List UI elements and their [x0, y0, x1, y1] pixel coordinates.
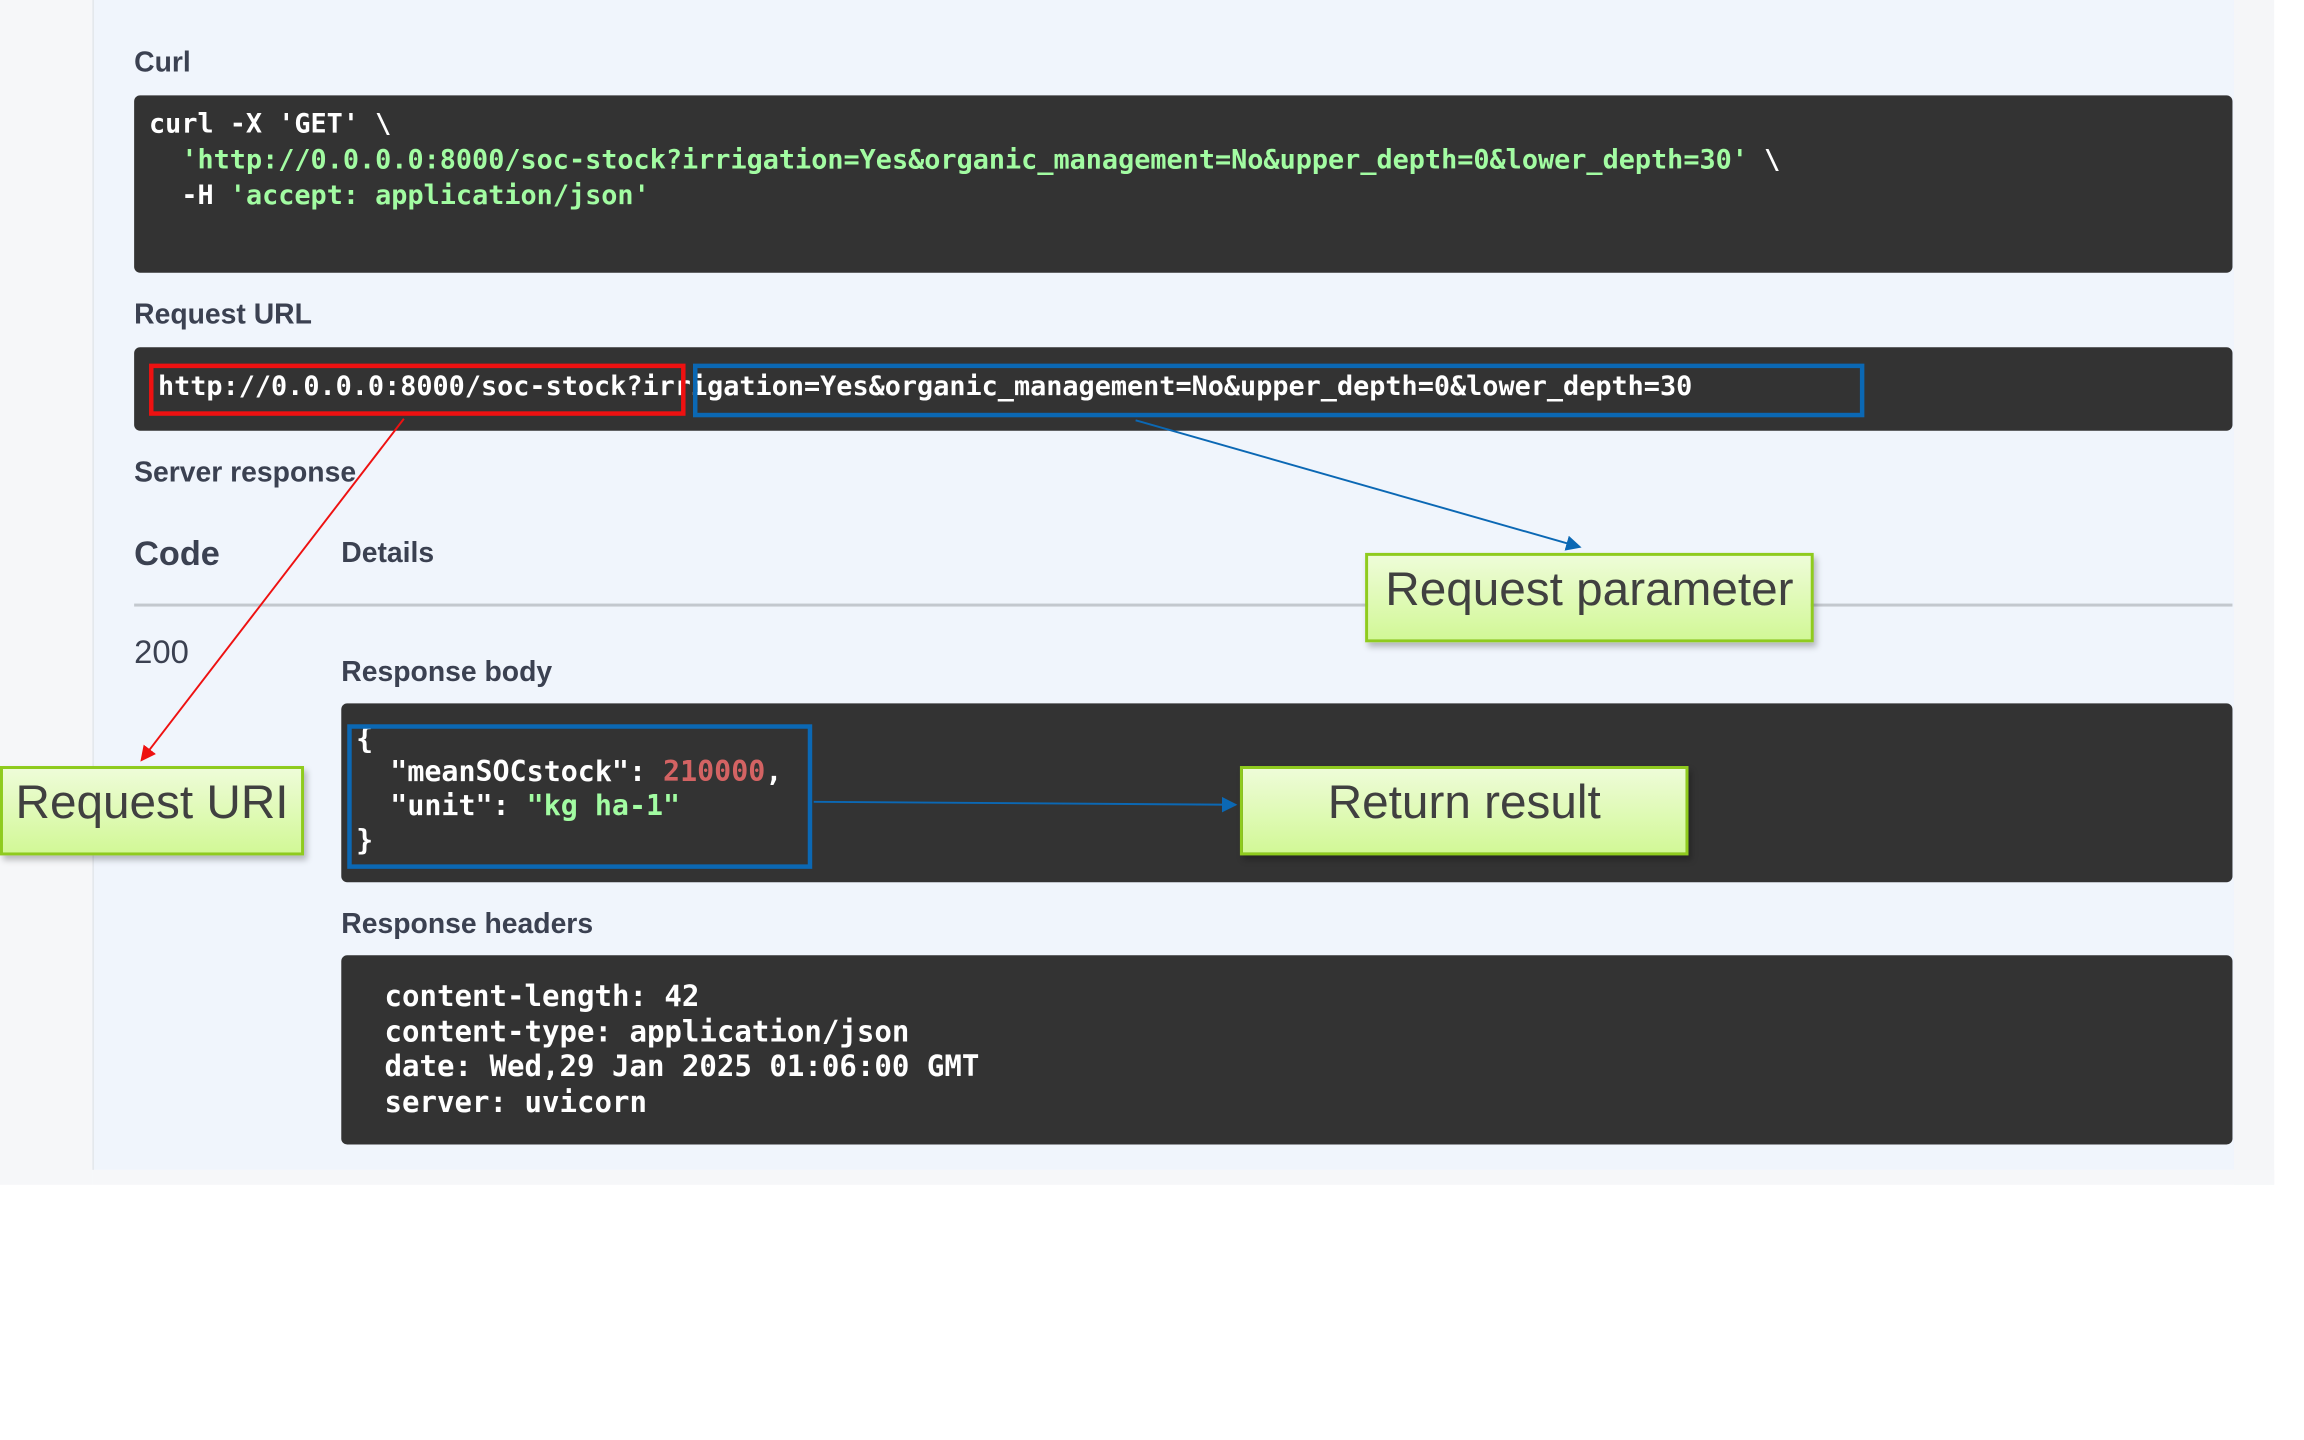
response-headers-label: Response headers	[341, 909, 594, 941]
request-url-label: Request URL	[134, 299, 312, 331]
result-highlight-box	[347, 724, 813, 869]
header-line: server: uvicorn	[384, 1084, 647, 1120]
json-number-value: 210000	[663, 755, 766, 789]
request-uri-callout: Request URI	[0, 766, 305, 856]
header-line: date: Wed,29 Jan 2025 01:06:00 GMT	[384, 1049, 980, 1084]
request-url-text: http://0.0.0.0:8000/soc-stock?irrigation…	[158, 371, 1692, 402]
json-key: "meanSOCstock":	[356, 755, 664, 789]
curl-header-value: 'accept: application/json'	[229, 180, 650, 212]
request-url-query: ?irrigation=Yes&organic_management=No&up…	[626, 371, 1693, 403]
json-key: "unit":	[356, 789, 527, 823]
details-column-header: Details	[341, 537, 435, 570]
parameter-arrow	[1135, 419, 1582, 551]
parameter-highlight-box	[692, 363, 1865, 418]
left-margin	[0, 0, 93, 1185]
json-string-value: "kg ha-1"	[526, 789, 681, 823]
curl-line-3: -H 'accept: application/json'	[149, 180, 650, 212]
curl-continuation: \	[1747, 144, 1781, 176]
json-close-brace: }	[356, 824, 374, 857]
request-parameter-callout: Request parameter	[1365, 552, 1814, 643]
curl-line-2: 'http://0.0.0.0:8000/soc-stock?irrigatio…	[149, 145, 1780, 176]
result-arrow	[813, 796, 1238, 813]
curl-label: Curl	[134, 47, 191, 79]
json-line-unit: "unit": "kg ha-1"	[356, 790, 680, 823]
json-comma: ,	[765, 755, 783, 789]
request-url-base: http://0.0.0.0:8000/soc-stock	[157, 371, 627, 403]
response-body-label: Response body	[341, 657, 553, 689]
curl-url: 'http://0.0.0.0:8000/soc-stock?irrigatio…	[181, 144, 1748, 176]
right-margin	[2233, 0, 2275, 1185]
server-response-label: Server response	[134, 457, 357, 489]
curl-line-1: curl -X 'GET' \	[149, 108, 392, 141]
header-line: content-type: application/json	[384, 1014, 910, 1050]
uri-highlight-box	[149, 363, 686, 416]
code-column-header: Code	[134, 533, 220, 573]
response-code: 200	[134, 633, 189, 671]
return-result-callout: Return result	[1239, 766, 1689, 856]
curl-header-flag: -H	[181, 180, 230, 212]
table-divider	[134, 603, 2233, 607]
curl-code-block[interactable]: curl -X 'GET' \ 'http://0.0.0.0:8000/soc…	[134, 95, 2233, 273]
json-open-brace: {	[356, 722, 374, 756]
json-line-meansocstock: "meanSOCstock": 210000,	[356, 756, 782, 789]
header-line: content-length: 42	[384, 979, 700, 1014]
bottom-margin	[92, 1169, 2275, 1185]
response-headers-block[interactable]: content-length: 42 content-type: applica…	[341, 955, 2233, 1145]
uri-arrow	[140, 418, 405, 762]
